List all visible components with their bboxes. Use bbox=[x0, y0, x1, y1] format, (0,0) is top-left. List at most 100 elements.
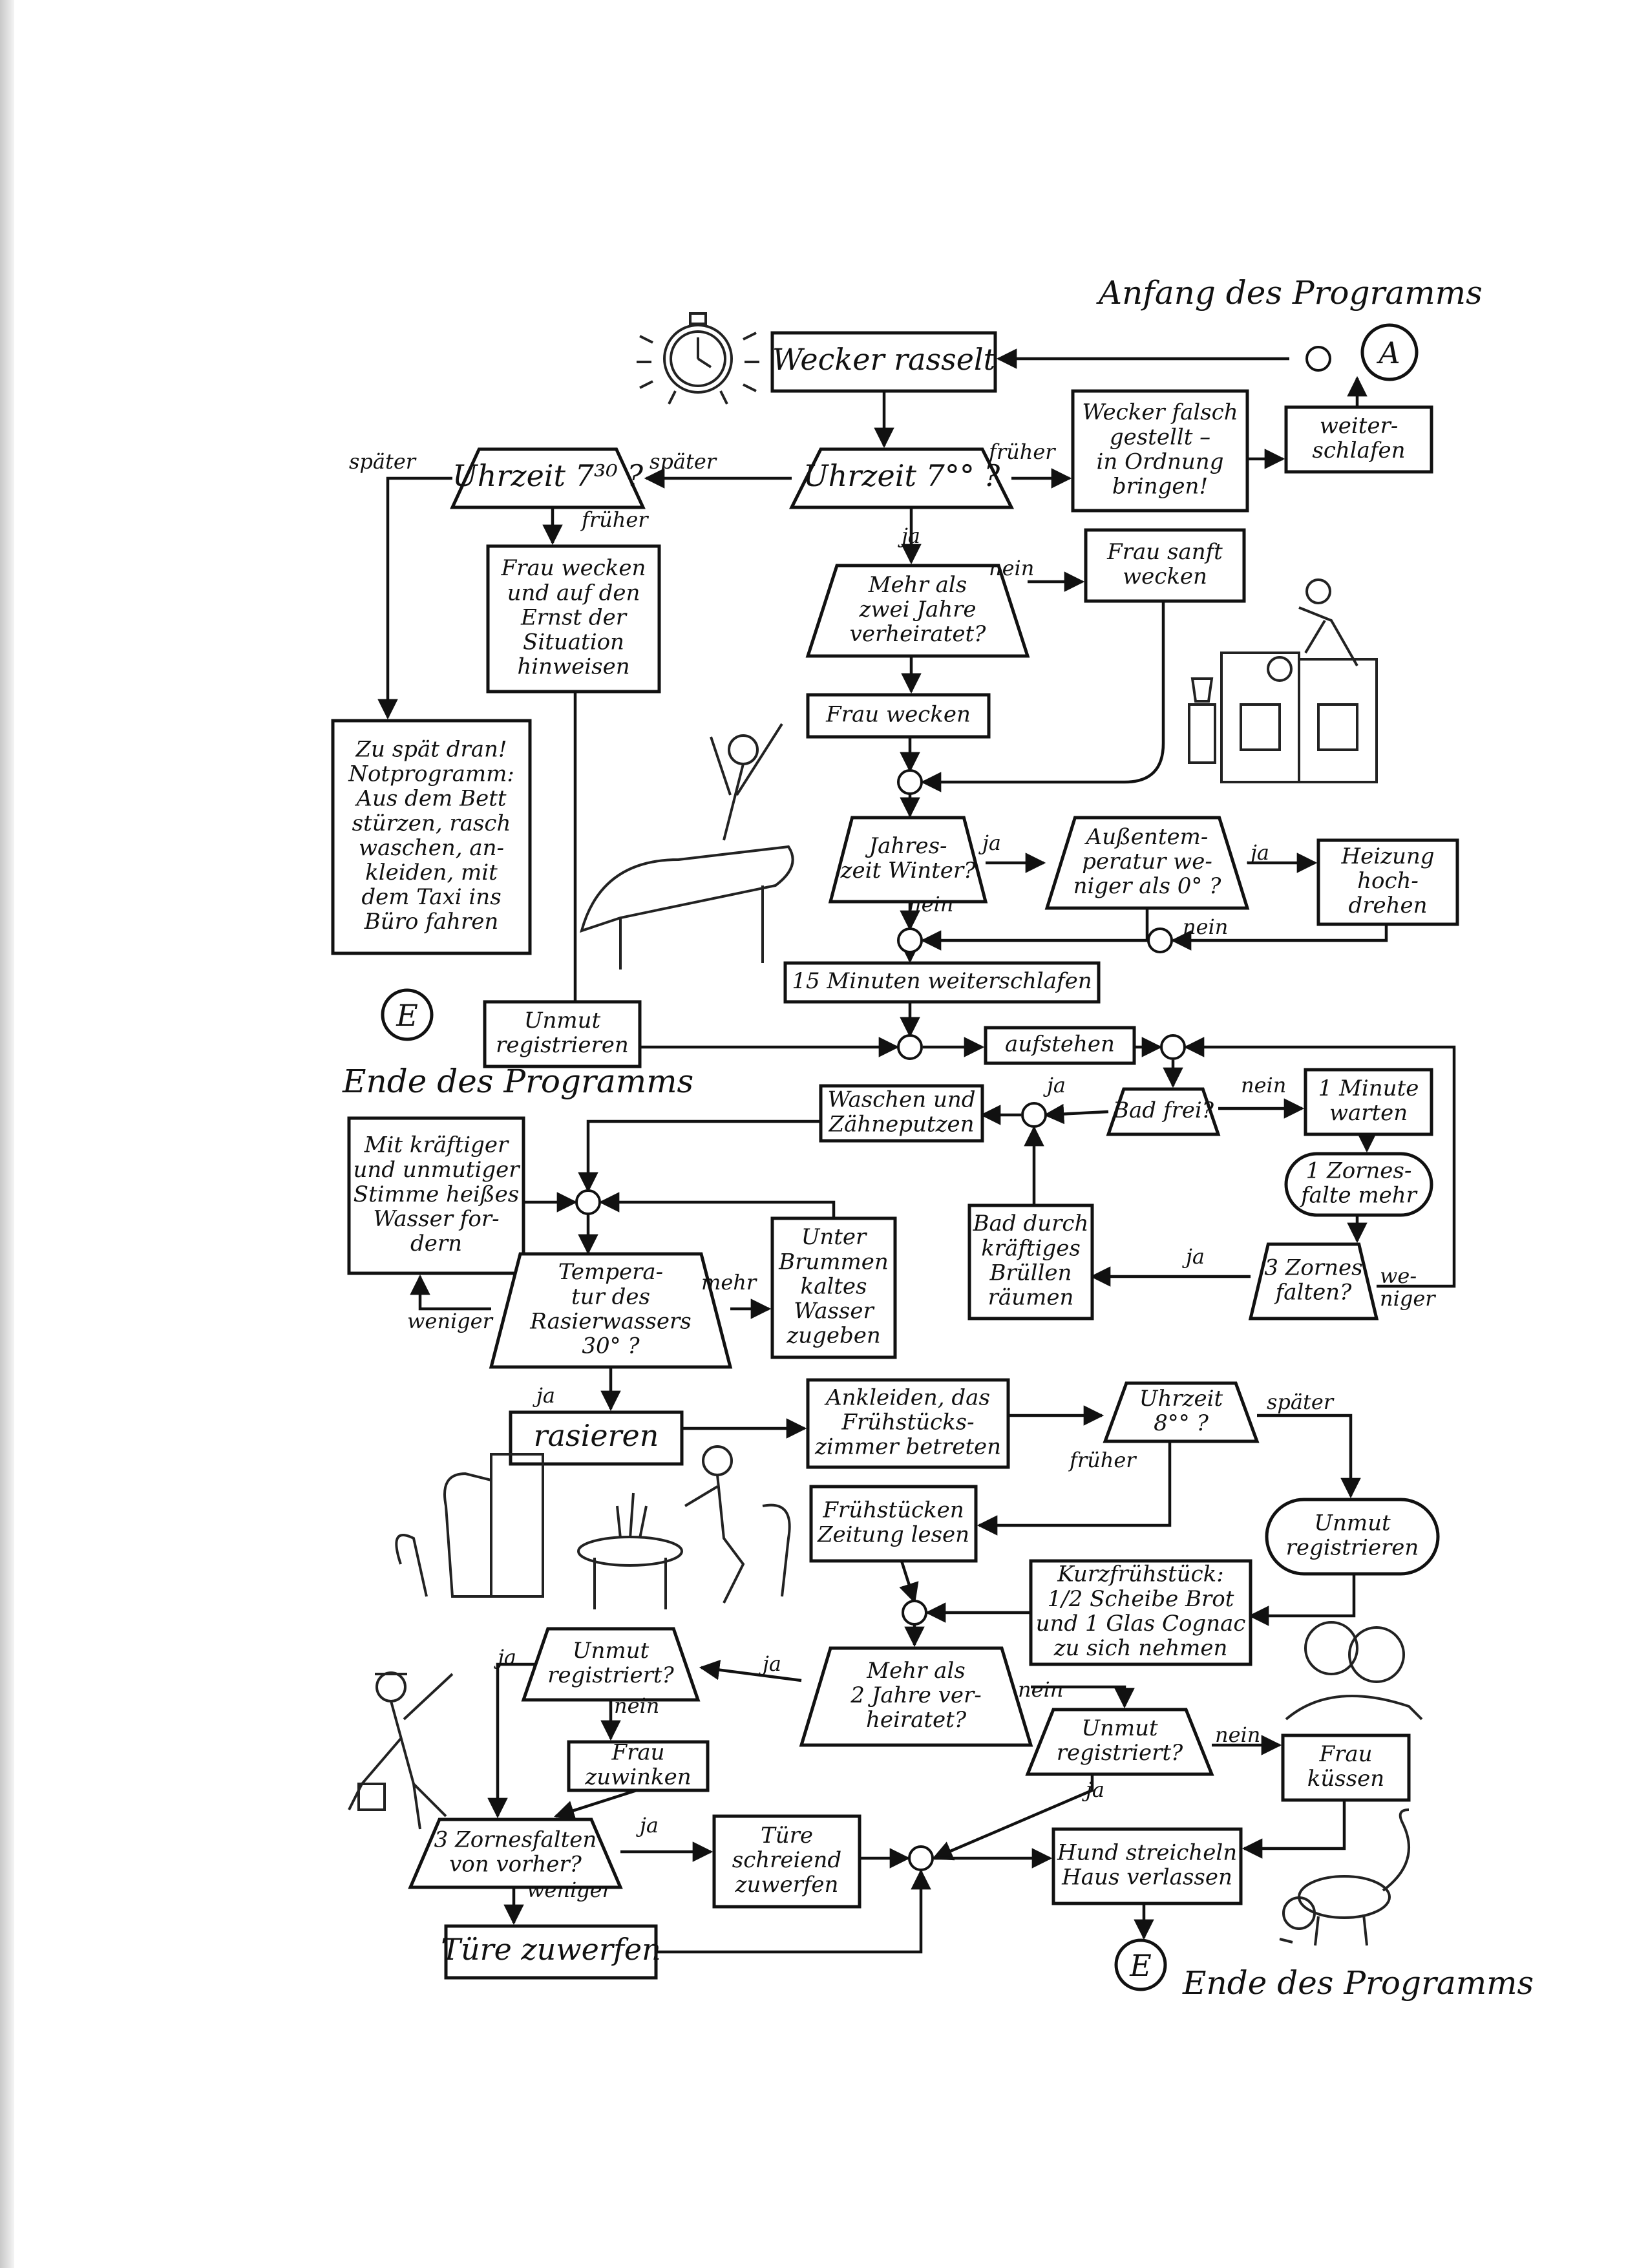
edge-label-nein_d: nein bbox=[1241, 1073, 1286, 1097]
flow-edges bbox=[377, 348, 1456, 1954]
node-label: aufstehen bbox=[1005, 1031, 1115, 1057]
node-label: zuwerfen bbox=[735, 1872, 839, 1898]
node-label: dern bbox=[410, 1231, 462, 1256]
kissing-couple-illustration bbox=[1285, 1621, 1423, 1721]
title-start: Anfang des Programms bbox=[1096, 274, 1483, 312]
edge-label-ja_c: ja bbox=[1247, 840, 1269, 865]
node-label: Notprogramm: bbox=[348, 761, 514, 787]
node-label: zimmer betreten bbox=[814, 1434, 1001, 1459]
node-label: Büro fahren bbox=[364, 909, 498, 935]
stretching-man-illustration bbox=[580, 723, 794, 970]
node-label: Uhrzeit bbox=[1139, 1386, 1223, 1412]
merge-junction bbox=[902, 1600, 927, 1626]
node-label: Situation bbox=[523, 629, 624, 655]
node-label: Frühstücken bbox=[822, 1497, 964, 1523]
edge-label-nein_g: nein bbox=[1215, 1722, 1260, 1747]
node-label: gestellt – bbox=[1110, 424, 1210, 450]
edge-label-ja_b: ja bbox=[978, 831, 1001, 855]
node-zornes1: 1 Zornes-falte mehr bbox=[1284, 1152, 1433, 1217]
node-label: von vorher? bbox=[449, 1851, 582, 1877]
title-end-left: Ende des Programms bbox=[342, 1063, 693, 1100]
edge-label-weniger_b: niger bbox=[1380, 1286, 1436, 1311]
node-label: Frau wecken bbox=[825, 701, 971, 727]
node-badfrei: Bad frei? bbox=[1106, 1087, 1221, 1136]
node-label: Wasser for- bbox=[373, 1206, 499, 1232]
node-label: Wecker rasselt bbox=[772, 342, 996, 377]
node-label: Unmut bbox=[573, 1638, 650, 1664]
node-label: Außentem- bbox=[1084, 824, 1209, 850]
node-label: Uhrzeit 7³⁰ ? bbox=[452, 458, 643, 493]
flow-arrow bbox=[1248, 1574, 1356, 1626]
flow-arrow bbox=[598, 1192, 836, 1218]
node-label: 1/2 Scheibe Brot bbox=[1048, 1586, 1234, 1612]
node-label: Mehr als bbox=[866, 1658, 966, 1684]
node-tuere: Türe zuwerfen bbox=[441, 1924, 661, 1980]
node-label: registriert? bbox=[547, 1662, 674, 1688]
node-label: verheiratet? bbox=[850, 621, 986, 647]
node-weiter: weiter-schlafen bbox=[1284, 405, 1433, 474]
node-label: kleiden, mit bbox=[365, 860, 498, 885]
node-label: Zu spät dran! bbox=[355, 737, 507, 763]
edge-label-ja_g: ja bbox=[494, 1645, 516, 1669]
node-label: Aus dem Bett bbox=[354, 786, 506, 812]
node-label: Türe bbox=[761, 1823, 813, 1849]
node-label: zugeben bbox=[786, 1323, 880, 1349]
node-label: Heizung bbox=[1340, 843, 1434, 869]
node-rasieren: rasieren bbox=[509, 1410, 684, 1466]
edge-label-weniger_d: weniger bbox=[527, 1878, 613, 1902]
node-uhr7: Uhrzeit 7°° ? bbox=[788, 447, 1015, 509]
flow-arrow bbox=[977, 1441, 1172, 1536]
node-label: Jahres- bbox=[865, 833, 947, 859]
node-15min: 15 Minuten weiterschlafen bbox=[783, 961, 1101, 1004]
flow-arrow bbox=[1241, 1800, 1346, 1859]
node-label: drehen bbox=[1348, 893, 1427, 918]
flow-arrow bbox=[1170, 924, 1388, 951]
node-label: Brüllen bbox=[989, 1260, 1072, 1286]
node-label: registrieren bbox=[1286, 1534, 1419, 1560]
node-label: Frühstücks- bbox=[841, 1409, 974, 1435]
node-label: niger als 0° ? bbox=[1073, 873, 1222, 899]
title-end: Ende des Programms bbox=[1182, 1964, 1534, 2002]
node-label: 30° ? bbox=[582, 1333, 640, 1359]
node-label: Frau bbox=[611, 1739, 664, 1765]
node-label: Uhrzeit 7°° ? bbox=[803, 458, 1000, 493]
node-zornes3: 3 Zornesfalten? bbox=[1248, 1242, 1379, 1320]
edge-label-spaeter_a: später bbox=[349, 449, 417, 474]
node-label: 15 Minuten weiterschlafen bbox=[792, 968, 1092, 994]
node-notprog: Zu spät dran!Notprogramm:Aus dem Bettstü… bbox=[331, 719, 532, 955]
node-label: Frau sanft bbox=[1106, 539, 1223, 565]
node-wecker: Wecker rasselt bbox=[770, 331, 997, 393]
node-label: Türe zuwerfen bbox=[441, 1932, 660, 1967]
edge-label-frueher_a: früher bbox=[988, 440, 1056, 464]
node-label: Haus verlassen bbox=[1061, 1864, 1232, 1890]
edge-label-ja_j: ja bbox=[636, 1813, 659, 1838]
node-label: Frau bbox=[1318, 1741, 1372, 1767]
node-label: tur des bbox=[571, 1284, 650, 1309]
flow-arrow bbox=[899, 1560, 919, 1604]
node-label: Brummen bbox=[778, 1249, 889, 1275]
node-label: Stimme heißes bbox=[354, 1182, 519, 1207]
connector-letter: E bbox=[396, 998, 418, 1033]
node-label: Bad durch bbox=[973, 1211, 1089, 1236]
edge-label-ja_e: ja bbox=[1182, 1244, 1205, 1269]
flow-arrow bbox=[573, 692, 897, 1047]
node-label: und auf den bbox=[507, 580, 640, 606]
node-label: küssen bbox=[1307, 1766, 1384, 1792]
node-label: registriert? bbox=[1057, 1740, 1183, 1766]
node-label: bringen! bbox=[1112, 473, 1208, 499]
